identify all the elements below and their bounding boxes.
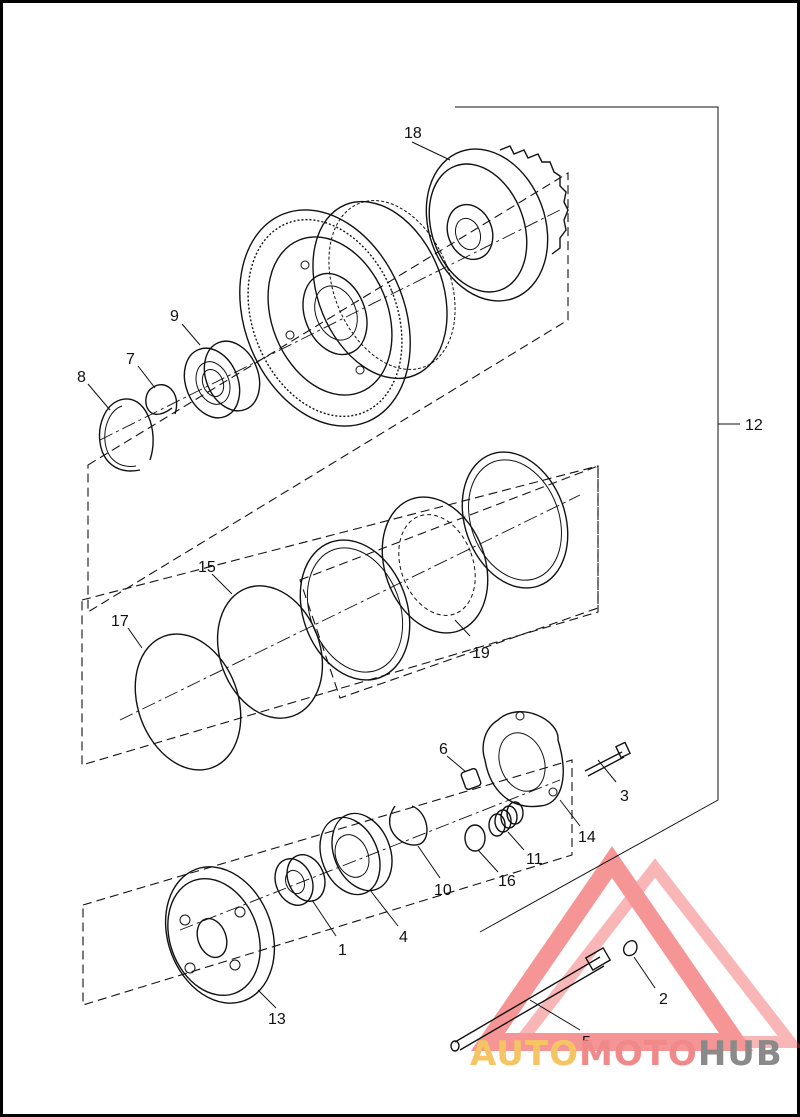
callout-15: 15 — [198, 559, 216, 576]
callout-4: 4 — [399, 929, 408, 946]
dashed-box-middle — [81, 465, 599, 766]
callout-12: 12 — [745, 417, 763, 434]
callout-9: 9 — [170, 308, 179, 325]
part-4-seat — [319, 812, 393, 896]
part-19-friction-plates — [299, 451, 569, 681]
part-6-nut — [460, 767, 482, 791]
callout-19: 19 — [472, 645, 490, 662]
callout-17: 17 — [111, 613, 129, 630]
dashed-box-plates — [299, 465, 599, 699]
callout-18: 18 — [404, 125, 422, 142]
centerline-bottom — [179, 779, 561, 931]
callout-10: 10 — [434, 882, 452, 899]
part-7-snap-ring — [145, 384, 178, 416]
part-13-pressure-plate — [164, 866, 276, 1004]
watermark-logo — [470, 846, 800, 1051]
callout-8: 8 — [77, 369, 86, 386]
part-11-spring — [488, 801, 524, 837]
callout-7: 7 — [126, 351, 135, 368]
callout-13: 13 — [268, 1011, 286, 1028]
part-17-o-ring — [134, 633, 242, 771]
callout-labels: 1 2 3 4 5 6 7 8 9 10 11 12 13 14 15 16 1… — [77, 125, 763, 1051]
part-16-washer — [464, 824, 486, 852]
part-14-cover-plate — [482, 711, 564, 808]
dashed-box-bottom — [82, 759, 573, 1006]
assembly-bracket-12 — [455, 106, 740, 933]
part-8-retaining-ring — [98, 398, 154, 472]
callout-14: 14 — [578, 829, 596, 846]
part-2-clip — [622, 940, 638, 957]
callout-11: 11 — [526, 851, 543, 868]
callout-1: 1 — [338, 942, 347, 959]
centerline-middle — [119, 494, 581, 721]
callout-6: 6 — [439, 741, 448, 758]
part-9-bearing — [183, 340, 261, 419]
part-15-o-ring — [216, 585, 324, 719]
watermark-auto: AUTO — [470, 1034, 579, 1074]
watermark-hub: HUB — [698, 1034, 783, 1074]
dashed-box-top — [87, 172, 569, 613]
part-3-bolt — [584, 741, 631, 777]
callout-16: 16 — [498, 873, 516, 890]
callout-leaders — [87, 141, 656, 1031]
callout-2: 2 — [659, 991, 668, 1008]
callout-3: 3 — [620, 788, 629, 805]
watermark-text: AUTOMOTOHUB — [470, 1034, 783, 1074]
watermark-moto: MOTO — [579, 1034, 698, 1074]
part-10-snap-ring — [388, 805, 428, 846]
part-5-push-rod — [450, 946, 612, 1052]
part-18-clutch-hub — [425, 145, 569, 302]
part-1-bearing — [274, 854, 326, 906]
svg-text:AUTOMOTOHUB: AUTOMOTOHUB — [470, 1034, 783, 1074]
part-clutch-shell — [239, 200, 456, 427]
callout-5: 5 — [582, 1034, 591, 1051]
